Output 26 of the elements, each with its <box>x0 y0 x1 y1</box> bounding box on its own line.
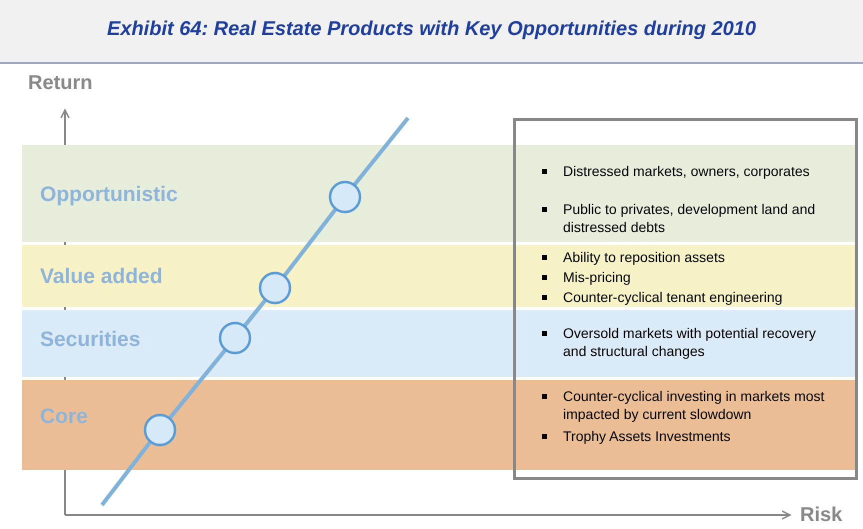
chart-title: Exhibit 64: Real Estate Products with Key Opportunities during 2010 <box>106 18 758 41</box>
connector-line <box>242 298 268 328</box>
band-label: Value added <box>40 265 163 289</box>
band-label: Opportunistic <box>40 183 178 207</box>
bullet-text: Counter-cyclical tenant engineering <box>563 288 784 306</box>
bullet-text: Oversold markets with potential recovery and structural changes <box>563 324 817 360</box>
bullet-text: Ability to reposition assets <box>563 248 726 266</box>
bullet-text: Distressed markets, owners, corporates <box>563 162 811 180</box>
connector-line <box>168 348 228 420</box>
circle-marker <box>328 180 362 214</box>
bullet-text: Trophy Assets Investments <box>563 427 732 445</box>
bullet-text: Public to privates, development land and distressed debts <box>563 200 816 236</box>
connector-line <box>282 208 338 278</box>
circle-marker <box>258 272 292 304</box>
bullet-text: Mis-pricing <box>563 268 632 286</box>
axis-label: Return <box>28 72 92 95</box>
band <box>22 310 858 377</box>
band <box>22 380 858 470</box>
band <box>22 245 858 307</box>
circle-marker <box>218 322 252 354</box>
band-label: Core <box>40 405 88 429</box>
band-label: Securities <box>40 328 140 352</box>
band <box>22 145 858 242</box>
circle-marker <box>144 414 176 446</box>
axis-label: Risk <box>800 504 842 527</box>
bullet-text: Counter-cyclical investing in markets most impacted by current slowdown <box>563 387 826 423</box>
